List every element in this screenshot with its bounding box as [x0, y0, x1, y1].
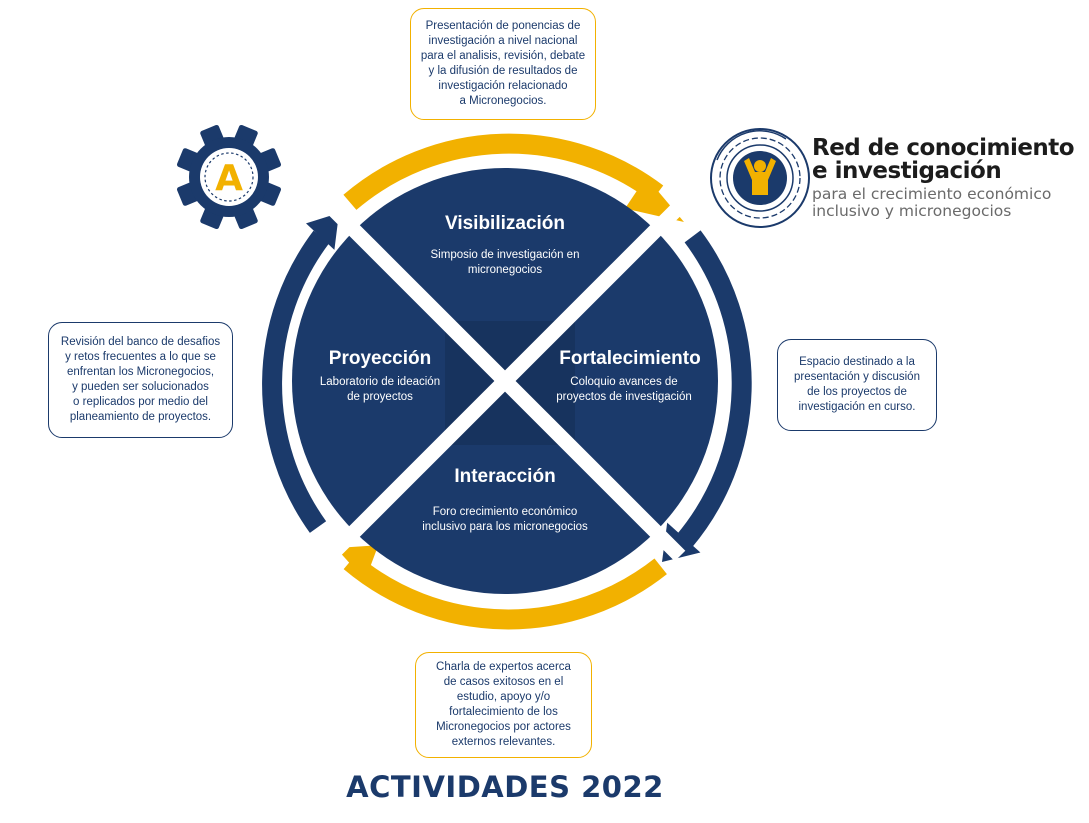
gear-dotted-ring: [204, 152, 254, 202]
divider-diagonal-b: [324, 200, 686, 562]
callout-line: y pueden ser solucionados: [72, 381, 209, 393]
footer-title: ACTIVIDADES 2022: [346, 770, 664, 804]
brand-title-line-1: Red de conocimiento: [812, 135, 1075, 161]
gear-icon: A: [176, 124, 282, 230]
quadrant-bottom-title: Interacción: [454, 466, 555, 487]
quadrant-left-desc-1: Laboratorio de ideación: [320, 376, 440, 388]
quadrant-left-desc-2: de proyectos: [347, 391, 413, 403]
callout-line: estudio, apoyo y/o: [456, 691, 551, 703]
brand-subtitle-line-1: para el crecimiento económico: [812, 185, 1052, 203]
brand-title-line-2: e investigación: [812, 158, 1002, 184]
callout-line: Charla de expertos acerca: [436, 661, 571, 673]
gear-letter: A: [215, 158, 243, 199]
callout-line: a Micronegocios.: [459, 95, 547, 107]
callout-line: Espacio destinado a la: [799, 356, 915, 368]
gear-inner-circle: [200, 148, 258, 206]
callout-line: Micronegocios por actores: [436, 721, 571, 733]
callout-line: enfrentan los Micronegocios,: [66, 366, 215, 378]
quadrant-disc: [292, 168, 718, 594]
arrow-bottom-gold-head: [336, 545, 379, 581]
quadrant-top-title: Visibilización: [445, 213, 565, 234]
callout-line: investigación en curso.: [798, 401, 916, 413]
quadrant-bottom-desc-2: inclusivo para los micronegocios: [422, 521, 588, 533]
callout-line: y retos frecuentes a lo que se: [65, 351, 216, 363]
arrow-left-navy-head: [306, 213, 339, 250]
callout-line: para el analisis, revisión, debate: [420, 50, 586, 62]
callout-line: planeamiento de proyectos.: [69, 411, 212, 423]
callout-visibilizacion: Presentación de ponencias de investigaci…: [410, 8, 596, 120]
arrow-left-navy: [262, 230, 330, 533]
callout-line: fortalecimiento de los: [449, 706, 558, 718]
brand-subtitle-line-2: inclusivo y micronegocios: [812, 202, 1012, 220]
callout-line: investigación a nivel nacional: [428, 35, 578, 47]
brand-name: Red de conocimiento e investigación para…: [812, 137, 1082, 220]
network-person-logo-icon: [710, 128, 810, 228]
callout-line: Presentación de ponencias de: [425, 20, 581, 32]
callout-line: externos relevantes.: [451, 736, 556, 748]
quadrant-top-desc-2: micronegocios: [468, 264, 542, 276]
callout-interaccion: Charla de expertos acerca de casos exito…: [415, 652, 592, 758]
quadrant-right-desc-2: proyectos de investigación: [556, 391, 692, 403]
quadrant-right-desc-1: Coloquio avances de: [570, 376, 677, 388]
quadrant-right-title: Fortalecimiento: [559, 348, 700, 369]
arrow-bottom-gold: [343, 553, 667, 630]
quadrant-bottom-desc-1: Foro crecimiento económico: [433, 506, 577, 518]
callout-line: o replicados por medio del: [73, 396, 208, 408]
arrow-right-navy: [676, 230, 752, 549]
callout-line: investigación relacionado: [438, 80, 568, 92]
quadrant-left-title: Proyección: [329, 348, 431, 369]
callout-fortalecimiento: Espacio destinado a la presentación y di…: [777, 339, 937, 431]
callout-line: de casos exitosos en el: [443, 676, 564, 688]
callout-line: presentación y discusión: [794, 371, 920, 383]
callout-proyeccion: Revisión del banco de desafios y retos f…: [48, 322, 233, 438]
callout-line: de los proyectos de: [807, 386, 907, 398]
quadrant-top-desc-1: Simposio de investigación en: [431, 249, 580, 261]
arrow-top-gold: [343, 133, 664, 210]
callout-line: y la difusión de resultados de: [428, 65, 578, 77]
callout-line: Revisión del banco de desafios: [60, 336, 221, 348]
